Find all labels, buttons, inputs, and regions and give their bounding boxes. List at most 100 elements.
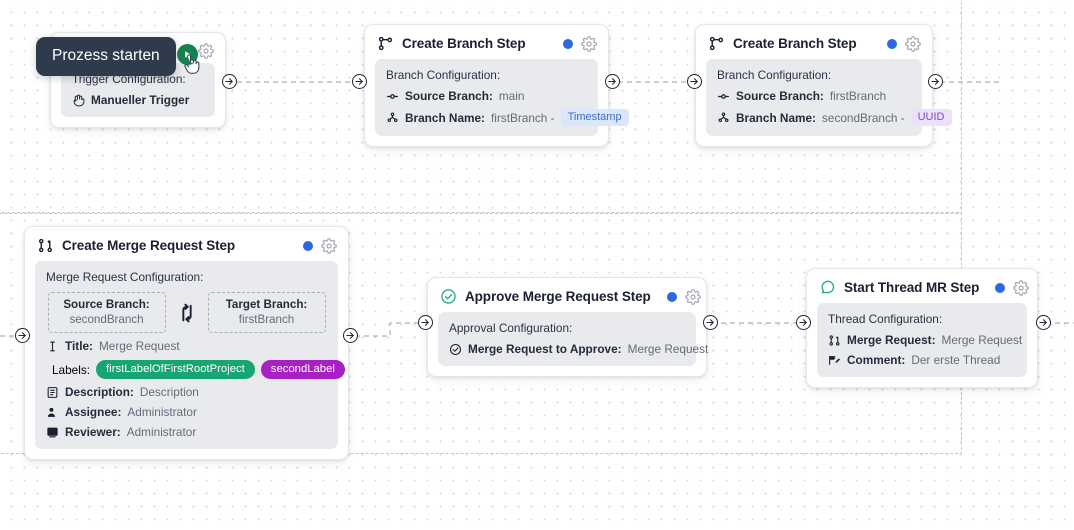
assignee-label: Assignee: xyxy=(65,405,122,419)
branch-name-icon xyxy=(386,111,399,124)
branch-icon xyxy=(708,35,725,52)
tooltip-prozess-starten: Prozess starten xyxy=(36,37,176,76)
comment-edit-icon xyxy=(828,354,841,367)
gear-icon[interactable] xyxy=(581,35,597,52)
title-value: Merge Request xyxy=(98,339,180,353)
handle-thread-input[interactable] xyxy=(796,315,811,330)
branch2-source-value: firstBranch xyxy=(829,89,887,103)
trigger-label: Manueller Trigger xyxy=(91,93,190,107)
source-branch-value: secondBranch xyxy=(69,313,144,326)
branch2-name-label: Branch Name: xyxy=(736,110,816,125)
gear-icon[interactable] xyxy=(905,35,921,52)
assignee-person-icon xyxy=(46,406,59,419)
merge-request-header: Create Merge Request Step xyxy=(25,227,348,261)
labels-label: Labels: xyxy=(52,362,91,377)
node-create-merge-request[interactable]: Create Merge Request Step Merge Request … xyxy=(24,226,349,460)
branch-boxes: Source Branch: secondBranch Target Branc… xyxy=(46,292,327,333)
branch2-title: Create Branch Step xyxy=(733,36,857,51)
branch1-source-row: Source Branch: main xyxy=(386,89,587,103)
trigger-node-header xyxy=(51,33,225,63)
branch1-title: Create Branch Step xyxy=(402,36,526,51)
handle-branch2-input[interactable] xyxy=(687,74,702,89)
merge-request-config-title: Merge Request Configuration: xyxy=(46,270,204,284)
branch1-source-value: main xyxy=(498,89,525,103)
gear-icon[interactable] xyxy=(1013,279,1030,296)
merge-request-title: Create Merge Request Step xyxy=(62,238,236,253)
assignee-value: Administrator xyxy=(127,405,197,419)
thread-mr-row: Merge Request: Merge Request xyxy=(828,333,1022,347)
approve-mr-row: Merge Request to Approve: Merge Request xyxy=(449,342,708,356)
branch1-name-row: Branch Name: firstBranch - Timestamp xyxy=(386,109,629,126)
status-dot xyxy=(887,38,897,49)
merge-request-reviewer-row: Reviewer: Administrator xyxy=(46,425,327,439)
status-dot xyxy=(995,282,1006,293)
branch2-name-value: secondBranch - xyxy=(821,110,905,125)
target-branch-box: Target Branch: firstBranch xyxy=(207,292,326,333)
node-create-branch-1[interactable]: Create Branch Step Branch Configuration:… xyxy=(364,24,629,147)
label-pill-1: firstLabelOfFirstRootProject xyxy=(96,360,255,379)
status-dot xyxy=(563,38,573,49)
branch1-name-badge: Timestamp xyxy=(560,109,629,126)
merge-request-assignee-row: Assignee: Administrator xyxy=(46,405,327,419)
gear-icon[interactable] xyxy=(684,288,701,305)
thread-comment-row: Comment: Der erste Thread xyxy=(828,353,1016,367)
branch2-config-panel: Branch Configuration: Source Branch: fir… xyxy=(706,59,952,136)
source-branch-icon xyxy=(717,90,730,103)
source-branch-box: Source Branch: secondBranch xyxy=(47,292,166,333)
approve-config-title: Approval Configuration: xyxy=(449,321,573,335)
thread-comment-value: Der erste Thread xyxy=(911,353,1001,367)
document-icon xyxy=(46,386,59,399)
branch2-config-title: Branch Configuration: xyxy=(717,68,832,82)
handle-branch1-output[interactable] xyxy=(605,74,620,89)
gear-icon[interactable] xyxy=(321,237,337,254)
merge-request-description-row: Description: Description xyxy=(46,385,327,399)
branch1-config-title: Branch Configuration: xyxy=(386,68,501,82)
hand-pointer-icon xyxy=(72,94,85,107)
branch1-header: Create Branch Step xyxy=(365,25,608,59)
text-cursor-icon xyxy=(46,340,59,353)
merge-request-title-row: Title: Merge Request xyxy=(46,339,327,353)
branch1-name-label: Branch Name: xyxy=(405,110,485,125)
handle-thread-output[interactable] xyxy=(1036,315,1051,330)
merge-request-icon xyxy=(37,237,54,254)
node-start-thread-mr[interactable]: Start Thread MR Step Thread Configuratio… xyxy=(806,268,1038,388)
node-approve-merge-request[interactable]: Approve Merge Request Step Approval Conf… xyxy=(427,277,708,377)
handle-approve-output[interactable] xyxy=(703,315,718,330)
merge-arrows-icon xyxy=(176,302,198,324)
branch1-config-panel: Branch Configuration: Source Branch: mai… xyxy=(375,59,629,136)
merge-request-labels-row: Labels: firstLabelOfFirstRootProject sec… xyxy=(46,360,345,397)
approve-title: Approve Merge Request Step xyxy=(465,289,651,304)
handle-merge-request-input[interactable] xyxy=(15,328,30,343)
reviewer-label: Reviewer: xyxy=(65,425,121,439)
handle-trigger-output[interactable] xyxy=(222,74,237,89)
target-branch-value: firstBranch xyxy=(238,313,295,326)
merge-request-config-panel: Merge Request Configuration: Source Bran… xyxy=(35,261,345,449)
node-create-branch-2[interactable]: Create Branch Step Branch Configuration:… xyxy=(695,24,952,147)
handle-approve-input[interactable] xyxy=(418,315,433,330)
source-branch-label: Source Branch: xyxy=(63,298,150,311)
comment-bubble-icon xyxy=(819,279,836,296)
branch2-source-row: Source Branch: firstBranch xyxy=(717,89,911,103)
branch-icon xyxy=(377,35,394,52)
branch2-header: Create Branch Step xyxy=(696,25,932,59)
thread-config-title: Thread Configuration: xyxy=(828,312,943,326)
reviewer-value: Administrator xyxy=(126,425,197,439)
edge-merge-to-approve xyxy=(355,322,424,337)
branch1-source-label: Source Branch: xyxy=(405,89,493,103)
gear-icon[interactable] xyxy=(198,43,214,59)
branch2-name-row: Branch Name: secondBranch - UUID xyxy=(717,109,952,126)
handle-branch1-input[interactable] xyxy=(352,74,367,89)
thread-mr-value: Merge Request xyxy=(941,333,1023,347)
branch1-name-value: firstBranch - xyxy=(490,110,555,125)
handle-branch2-output[interactable] xyxy=(928,74,943,89)
trigger-row: Manueller Trigger xyxy=(72,93,204,107)
thread-config-panel: Thread Configuration: Merge Request: Mer… xyxy=(817,303,1027,377)
target-branch-label: Target Branch: xyxy=(225,298,308,311)
check-circle-icon xyxy=(440,288,457,305)
status-dot xyxy=(666,291,677,302)
handle-merge-request-output[interactable] xyxy=(343,328,358,343)
reviewer-icon xyxy=(46,426,59,439)
approve-mr-value: Merge Request xyxy=(627,342,709,356)
description-value: Description xyxy=(139,385,199,399)
